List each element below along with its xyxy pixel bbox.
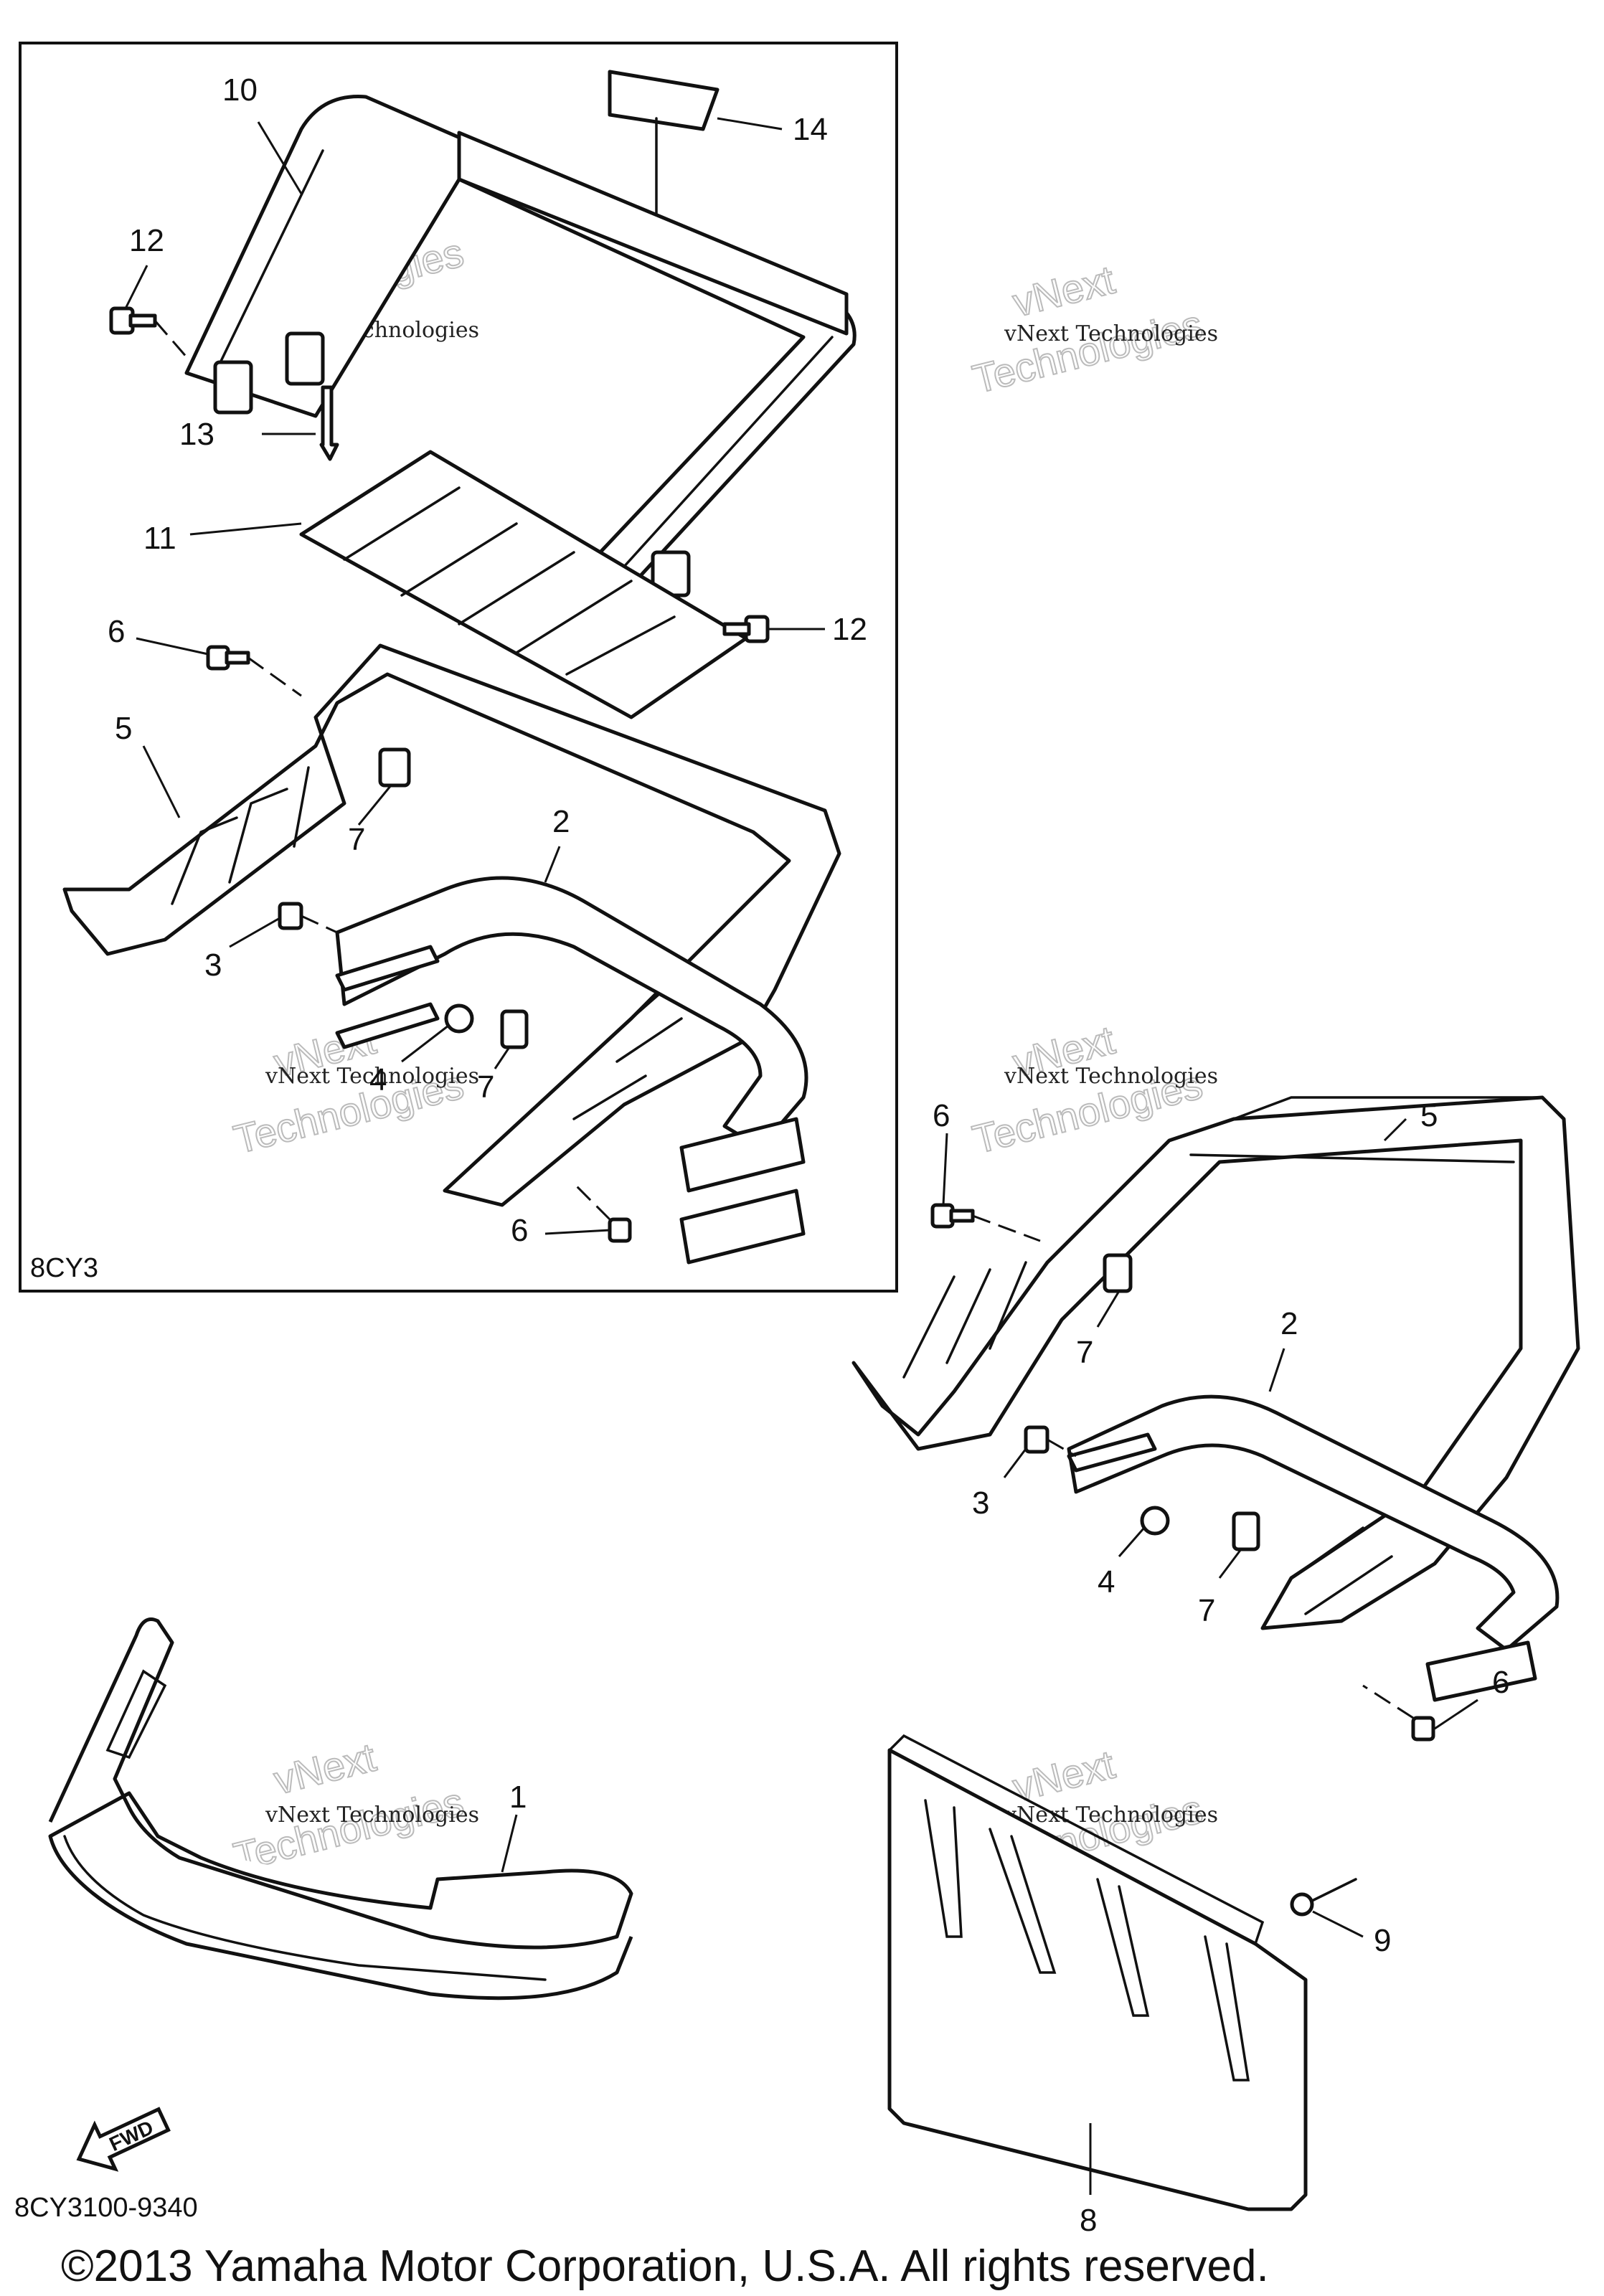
watermark-text: vNext Technologies — [1004, 1064, 1218, 1089]
callout-5: 5 — [115, 711, 132, 746]
part-6-bolt — [930, 1203, 1041, 1242]
part-1-front-bumper — [48, 1617, 633, 2000]
watermark-text: vNext Technologies — [265, 1064, 479, 1089]
fwd-arrow-icon: FWD — [76, 2107, 171, 2172]
callout-4: 4 — [369, 1062, 387, 1097]
part-6-bolt — [1362, 1684, 1435, 1742]
callout-12: 12 — [129, 223, 164, 258]
watermark: vNext Technologies — [968, 256, 1207, 403]
part-14-label — [608, 70, 720, 131]
callout-7: 7 — [1076, 1335, 1093, 1370]
svg-text:vNext: vNext — [270, 1734, 381, 1803]
callout-11: 11 — [143, 521, 176, 556]
callout-3: 3 — [972, 1485, 989, 1521]
part-9-rivet — [1290, 1878, 1357, 1917]
callout-6: 6 — [511, 1213, 528, 1248]
part-6-bolt — [206, 645, 302, 697]
callout-6: 6 — [108, 614, 125, 649]
diagram-code: 8CY3100-9340 — [14, 2193, 198, 2223]
inset-frame — [19, 42, 898, 1293]
part-4-nut — [444, 1003, 474, 1034]
callout-2: 2 — [1280, 1306, 1298, 1341]
callout-9: 9 — [1374, 1923, 1391, 1958]
callout-1: 1 — [509, 1780, 527, 1815]
part-8-mud-flap — [887, 1734, 1308, 2211]
part-7-clip — [500, 1009, 529, 1049]
watermark-text: vNext Technologies — [1004, 321, 1218, 346]
part-12-bolt-left — [109, 306, 189, 359]
callout-5: 5 — [1420, 1098, 1438, 1133]
callout-3: 3 — [204, 948, 222, 983]
part-2-bumper — [335, 876, 808, 1265]
callout-2: 2 — [552, 804, 570, 839]
callout-10: 10 — [222, 72, 258, 108]
watermark-text: vNext Technologies — [1004, 1803, 1218, 1828]
callout-14: 14 — [793, 112, 828, 147]
callout-6: 6 — [933, 1098, 950, 1133]
callout-4: 4 — [1098, 1564, 1115, 1600]
part-5-carrier-main — [851, 1095, 1580, 1630]
part-4-nut — [1140, 1506, 1170, 1536]
part-3-bolt — [1024, 1425, 1077, 1458]
watermark: vNext Technologies — [229, 1734, 468, 1881]
callout-7: 7 — [1198, 1593, 1215, 1628]
svg-text:Technologies: Technologies — [230, 1779, 468, 1879]
part-7-clip — [1232, 1511, 1260, 1551]
part-6-bolt — [572, 1182, 632, 1243]
part-7-clip — [1103, 1253, 1133, 1293]
callout-6: 6 — [1492, 1665, 1509, 1700]
watermark-text: vNext Technologies — [265, 1803, 479, 1828]
callout-13: 13 — [179, 417, 214, 452]
callout-7: 7 — [348, 822, 365, 857]
svg-text:Technologies: Technologies — [968, 301, 1207, 402]
part-12-bolt-right — [722, 615, 770, 643]
part-13-pin — [319, 385, 339, 461]
part-7-clip — [378, 747, 411, 788]
callout-7: 7 — [477, 1069, 494, 1105]
part-10-rack — [184, 95, 857, 619]
callout-8: 8 — [1080, 2203, 1097, 2238]
part-3-bolt — [278, 902, 338, 934]
inset-code: 8CY3 — [30, 1253, 98, 1283]
callout-12: 12 — [832, 612, 867, 647]
svg-text:vNext: vNext — [1009, 257, 1120, 326]
copyright-notice: ©2013 Yamaha Motor Corporation, U.S.A. A… — [61, 2241, 1269, 2291]
part-2-bumper-main — [1067, 1394, 1560, 1702]
